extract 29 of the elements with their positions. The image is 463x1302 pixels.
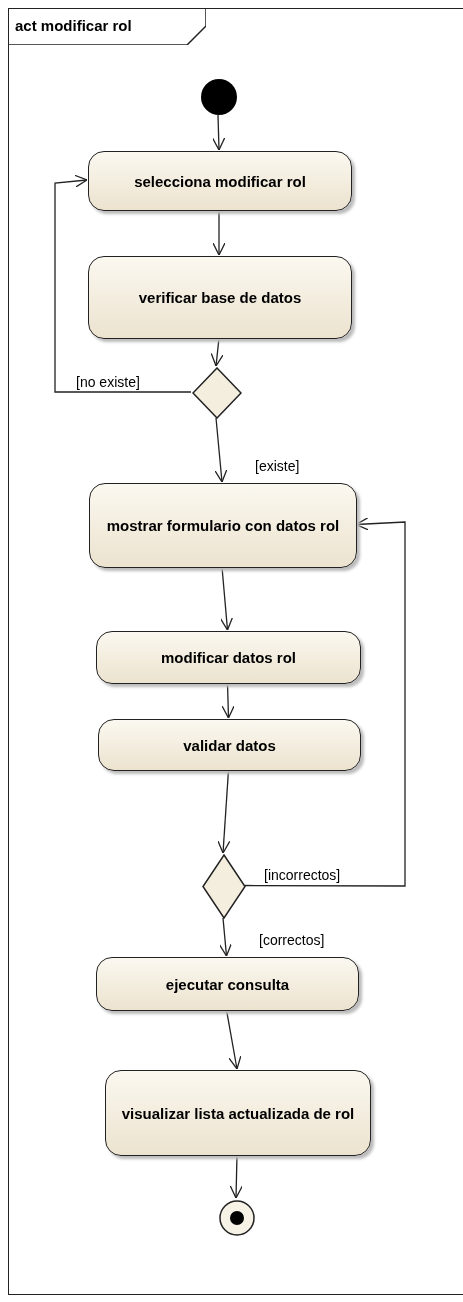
action-box: ejecutar consulta xyxy=(96,957,359,1011)
action-box: visualizar lista actualizada de rol xyxy=(105,1070,371,1156)
initial-node xyxy=(200,78,238,116)
control-flow-arrow xyxy=(218,916,232,957)
action-box: verificar base de datos xyxy=(88,256,352,339)
guard-label: [incorrectos] xyxy=(263,867,342,883)
control-flow-arrow xyxy=(211,113,225,151)
frame-title: act modificar rol xyxy=(15,17,132,34)
final-node xyxy=(218,1199,256,1237)
control-flow-arrow xyxy=(219,565,233,631)
action-box: validar datos xyxy=(98,719,361,771)
guard-label: [existe] xyxy=(254,458,301,474)
decision-diamond xyxy=(192,367,242,419)
action-box: selecciona modificar rol xyxy=(88,151,352,211)
action-box: modificar datos rol xyxy=(96,631,361,684)
decision-diamond xyxy=(202,854,246,919)
control-flow-arrow xyxy=(225,1008,241,1070)
guard-label: [correctos] xyxy=(258,932,326,948)
action-box: mostrar formulario con datos rol xyxy=(89,483,357,568)
control-flow-arrow xyxy=(210,336,224,367)
control-flow-arrow xyxy=(216,768,230,854)
guard-label: [no existe] xyxy=(75,374,141,390)
control-flow-arrow xyxy=(229,1153,243,1199)
activity-frame xyxy=(8,8,463,1295)
control-flow-arrow xyxy=(213,416,227,483)
control-flow-arrow xyxy=(211,208,226,256)
control-flow-arrow xyxy=(221,681,235,719)
control-flow-arrow xyxy=(53,174,192,393)
control-flow-arrow xyxy=(243,516,406,887)
